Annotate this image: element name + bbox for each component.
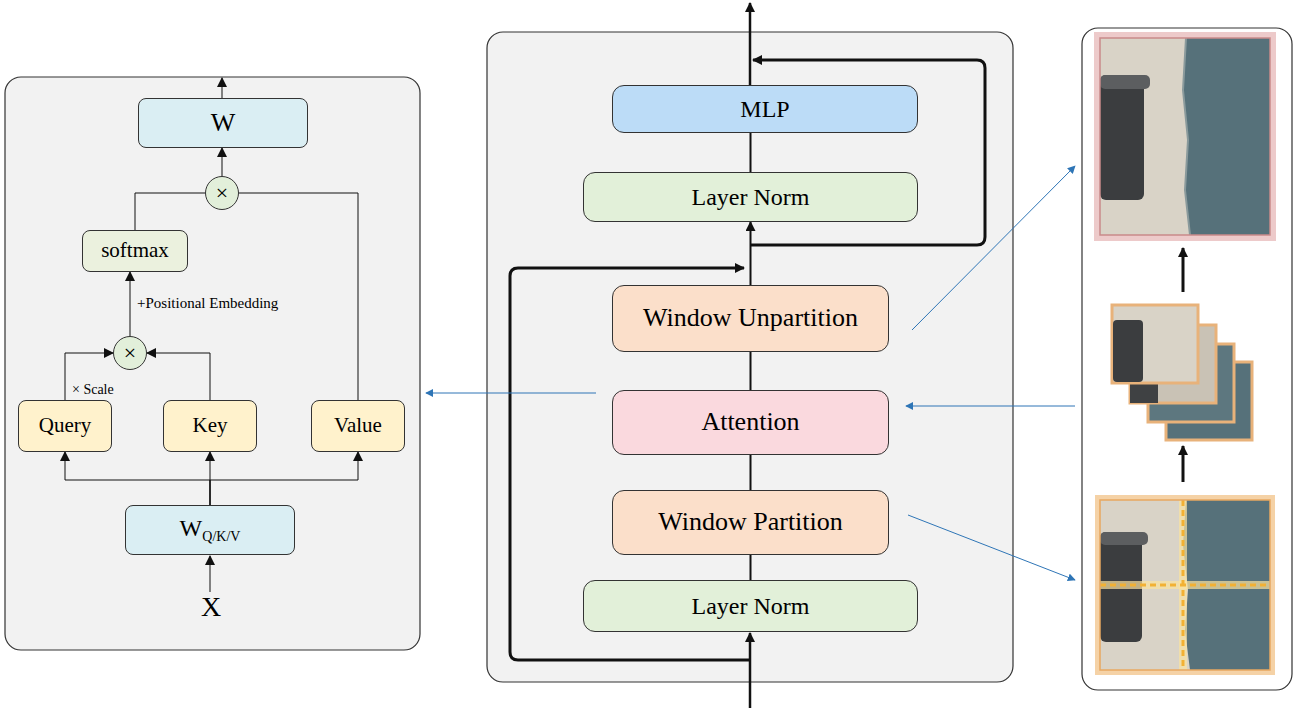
node-text: softmax bbox=[101, 238, 169, 262]
edge-label: +Positional Embedding bbox=[136, 295, 279, 312]
node-text: × bbox=[216, 180, 228, 205]
layer-norm-box: Layer Norm bbox=[583, 580, 918, 632]
node-label: Layer Norm bbox=[692, 593, 810, 619]
connector bbox=[750, 352, 752, 390]
connector bbox=[750, 555, 752, 580]
partitioned-image bbox=[1098, 498, 1272, 672]
node-text: Attention bbox=[701, 407, 799, 436]
input-arrow bbox=[210, 556, 211, 592]
output-arrow bbox=[749, 3, 752, 85]
node-text: Value bbox=[334, 413, 382, 437]
attention-box: Attention bbox=[612, 390, 889, 455]
node-label: × bbox=[124, 341, 136, 365]
query-box: Query bbox=[18, 400, 112, 452]
connector bbox=[750, 133, 752, 172]
node-text: Key bbox=[193, 413, 228, 437]
node-label: W bbox=[211, 109, 236, 138]
leader-line bbox=[908, 515, 1075, 580]
node-text: × bbox=[124, 340, 136, 365]
node-label: Attention bbox=[701, 408, 799, 437]
flow-arrow bbox=[1182, 446, 1185, 482]
window-partition-box: Window Partition bbox=[612, 490, 889, 555]
right-panel bbox=[1082, 28, 1292, 690]
window-unpartition-box: Window Unpartition bbox=[612, 285, 889, 352]
node-label: Query bbox=[39, 414, 91, 437]
leader-line bbox=[912, 166, 1075, 330]
node-label: Layer Norm bbox=[692, 184, 810, 210]
subscript-text: Q/K/V bbox=[202, 529, 240, 544]
node-text: W bbox=[211, 108, 236, 137]
connector bbox=[222, 148, 223, 176]
leader-line bbox=[906, 406, 1075, 407]
input-label: X bbox=[201, 592, 221, 623]
node-label: × bbox=[216, 181, 228, 205]
node-label: Window Partition bbox=[658, 508, 843, 537]
node-text: Query bbox=[39, 413, 91, 437]
node-text: Window Partition bbox=[658, 507, 843, 536]
node-text: W bbox=[180, 515, 203, 541]
node-label: Window Unpartition bbox=[643, 304, 858, 333]
node-label: Value bbox=[334, 414, 382, 437]
leader-line bbox=[426, 393, 596, 394]
window-stack bbox=[1112, 305, 1252, 440]
multiply-circle: × bbox=[205, 176, 239, 210]
node-text: Layer Norm bbox=[692, 593, 810, 619]
merged-image bbox=[1098, 36, 1272, 237]
node-label: softmax bbox=[101, 239, 169, 262]
key-box: Key bbox=[163, 400, 257, 452]
flow-arrow bbox=[1182, 248, 1185, 292]
connector bbox=[135, 193, 205, 230]
connector bbox=[130, 272, 131, 336]
mlp-box: MLP bbox=[612, 85, 918, 133]
node-text: Window Unpartition bbox=[643, 303, 858, 332]
multiply-circle: × bbox=[113, 336, 147, 370]
projection-box: W bbox=[138, 98, 308, 148]
edge-label: × Scale bbox=[71, 382, 115, 398]
layer-norm-box: Layer Norm bbox=[583, 172, 918, 222]
input-arrow bbox=[749, 633, 752, 708]
node-text: Layer Norm bbox=[692, 184, 810, 210]
middle-panel bbox=[487, 32, 1013, 682]
output-arrow bbox=[222, 78, 223, 98]
connector bbox=[65, 452, 210, 505]
connector bbox=[210, 452, 358, 505]
node-label: MLP bbox=[740, 96, 789, 122]
connector bbox=[750, 222, 752, 285]
node-text: MLP bbox=[740, 96, 789, 122]
softmax-box: softmax bbox=[82, 230, 188, 272]
value-box: Value bbox=[311, 400, 405, 452]
node-label: Key bbox=[193, 414, 228, 437]
connector bbox=[147, 353, 210, 400]
node-label: WQ/K/V bbox=[180, 515, 241, 544]
projection-box: WQ/K/V bbox=[125, 505, 295, 555]
connector bbox=[750, 455, 752, 490]
left-panel bbox=[5, 77, 420, 650]
